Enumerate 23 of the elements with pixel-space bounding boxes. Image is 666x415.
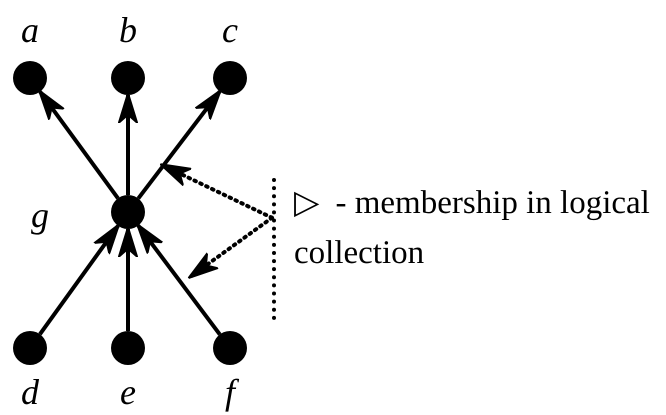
arrow bbox=[118, 228, 138, 331]
vertex-label: d bbox=[20, 374, 40, 410]
vertex-label: c bbox=[221, 12, 239, 48]
vertex-dot bbox=[111, 331, 145, 365]
leader-line bbox=[160, 163, 274, 220]
arrow bbox=[38, 224, 120, 336]
vertex-label: b bbox=[118, 12, 138, 48]
leader-line bbox=[188, 216, 274, 279]
vertex-label: e bbox=[119, 374, 137, 410]
vertex-dot bbox=[111, 195, 145, 229]
arrow bbox=[38, 90, 120, 200]
vertex-dot bbox=[13, 331, 47, 365]
arrow bbox=[118, 94, 138, 195]
vertex-dot bbox=[213, 61, 247, 95]
vertex-dot bbox=[213, 331, 247, 365]
note-text: ▷ - membership in logical collection bbox=[293, 184, 651, 273]
vertex-dot bbox=[13, 61, 47, 95]
vertex-label: g bbox=[30, 197, 50, 233]
vertex-label: a bbox=[20, 12, 40, 48]
vertex-dot bbox=[111, 61, 145, 95]
vertex-label: f bbox=[210, 374, 250, 410]
arrow bbox=[136, 224, 222, 336]
arrow bbox=[136, 90, 222, 200]
